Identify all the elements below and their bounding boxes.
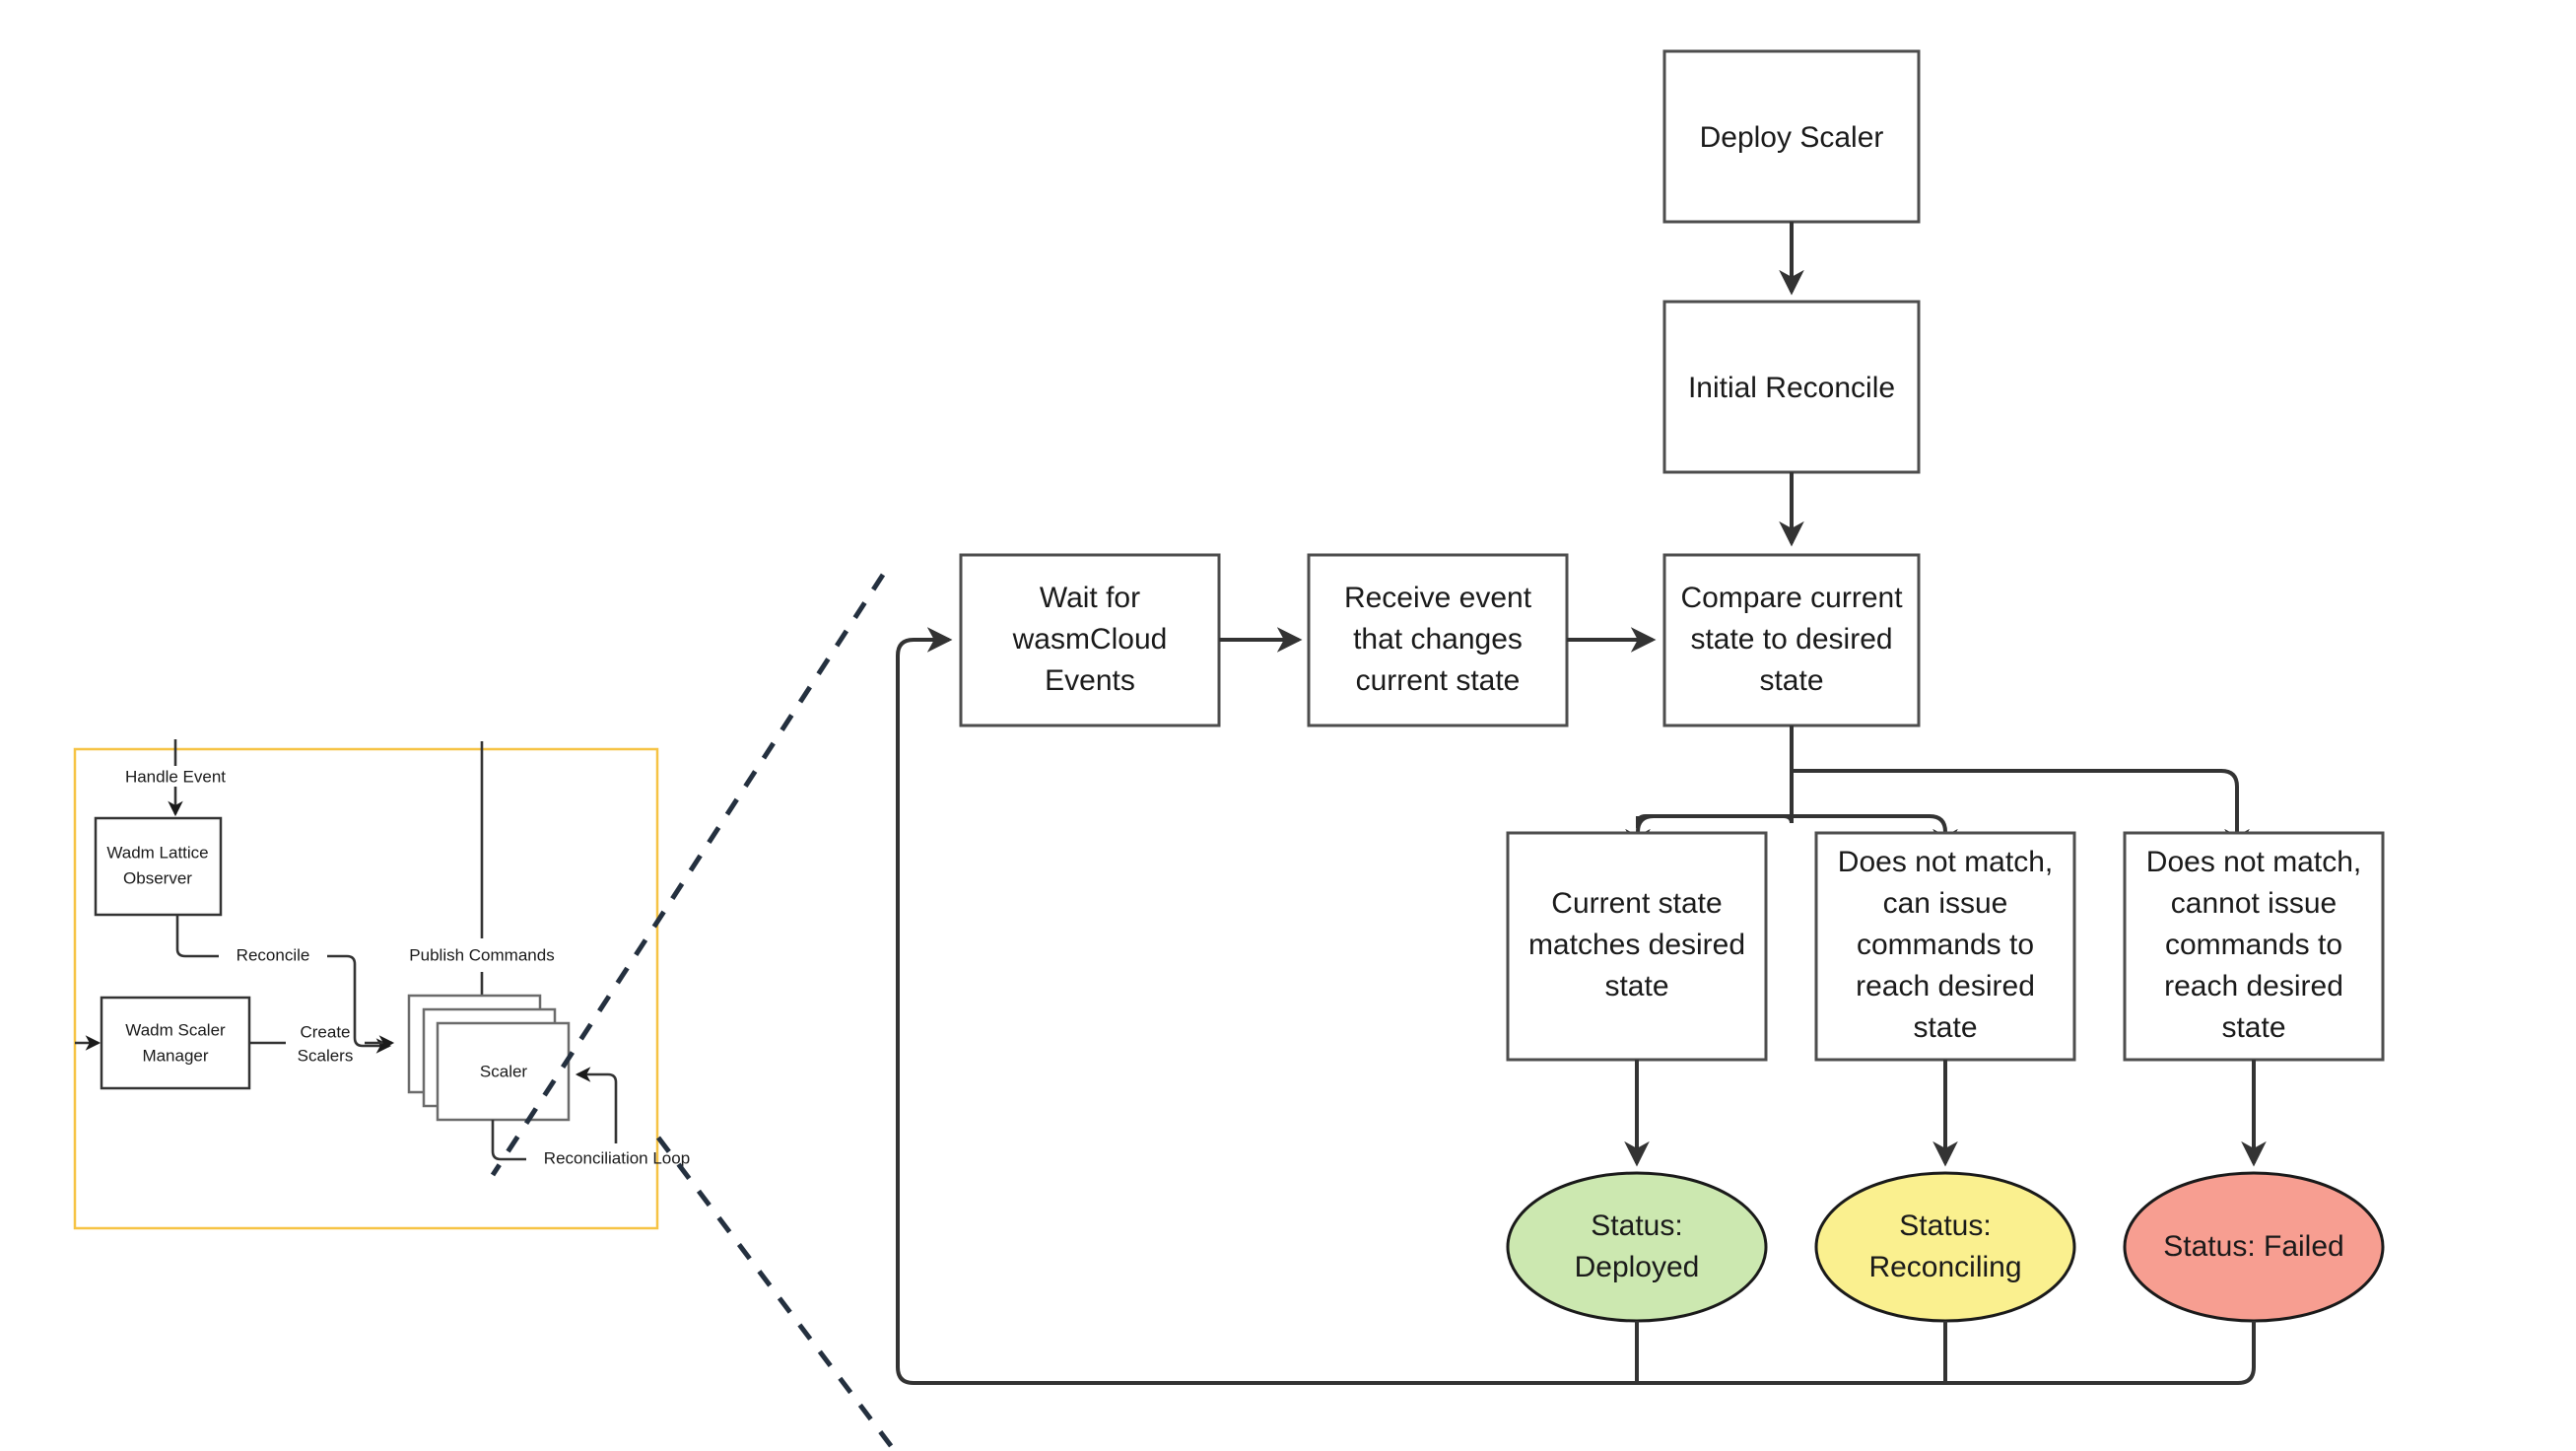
node-compare-state[interactable] [1662, 553, 1921, 727]
edge-reconciliation-loop-out [491, 1120, 526, 1161]
node-state-matches-line-0: Current state [1551, 887, 1722, 920]
node-status-deployed-line-0: Status: [1591, 1209, 1682, 1242]
node-wadm-scaler-manager-line-1: Manager [142, 1046, 208, 1065]
left-panel-group: Handle Event Wadm Lattice Observer Recon… [73, 739, 690, 1230]
node-no-match-can-issue-line-1: can issue [1883, 887, 2008, 920]
node-status-reconciling-line-1: Reconciling [1868, 1251, 2021, 1283]
edge-label-create-scalers-line-0: Create [300, 1022, 350, 1041]
node-no-match-can-issue-line-2: commands to [1857, 929, 2034, 961]
node-compare-state-line-1: state to desired [1690, 623, 1892, 656]
node-status-deployed[interactable] [1506, 1171, 1768, 1323]
node-no-match-cannot-issue-line-1: cannot issue [2171, 887, 2337, 920]
node-wait-for-events-line-2: Events [1045, 664, 1135, 697]
node-receive-event-line-1: that changes [1353, 623, 1523, 656]
node-no-match-cannot-issue-line-3: reach desired [2164, 970, 2343, 1002]
dashed-guide-upper [490, 573, 886, 1177]
edge-reconcile-left [175, 915, 219, 958]
edge-label-create-scalers-line-1: Scalers [298, 1046, 354, 1065]
node-scaler-stack-front[interactable] [436, 1021, 571, 1122]
node-state-matches-line-2: state [1604, 970, 1668, 1002]
node-compare-state-line-2: state [1759, 664, 1823, 697]
right-panel-group: Deploy Scaler Initial Reconcile Wait for… [896, 49, 2385, 1385]
node-no-match-cannot-issue-line-4: state [2221, 1011, 2285, 1044]
node-status-reconciling-line-0: Status: [1899, 1209, 1991, 1242]
wadm-group-frame [73, 747, 659, 1230]
dashed-guide-lower [656, 1136, 897, 1451]
node-no-match-cannot-issue-line-2: commands to [2165, 929, 2342, 961]
node-wadm-scaler-manager-line-0: Wadm Scaler [125, 1020, 226, 1039]
node-wait-for-events[interactable] [959, 553, 1221, 727]
node-wadm-lattice-observer-line-1: Observer [123, 868, 192, 887]
edge-label-publish-commands: Publish Commands [409, 945, 554, 964]
node-status-deployed-line-1: Deployed [1575, 1251, 1700, 1283]
node-receive-event-line-0: Receive event [1344, 582, 1532, 614]
node-wadm-scaler-manager[interactable] [100, 996, 251, 1090]
node-wait-for-events-line-0: Wait for [1040, 582, 1140, 614]
edge-label-handle-event: Handle Event [125, 767, 226, 786]
node-scaler-label: Scaler [480, 1062, 528, 1080]
node-status-failed-label: Status: Failed [2163, 1230, 2343, 1263]
edge-feedback-loop-to-wait [896, 627, 2256, 1385]
edge-reconciliation-loop-in [575, 1067, 618, 1143]
node-initial-reconcile-label: Initial Reconcile [1688, 372, 1895, 404]
node-state-matches[interactable] [1506, 831, 1768, 1062]
node-no-match-can-issue-line-3: reach desired [1856, 970, 2035, 1002]
node-deploy-scaler[interactable] [1662, 49, 1921, 224]
node-no-match-can-issue-line-0: Does not match, [1838, 846, 2053, 878]
node-wadm-lattice-observer-line-0: Wadm Lattice [106, 843, 208, 862]
node-deploy-scaler-label: Deploy Scaler [1700, 121, 1884, 154]
edge-reconcile-right [327, 954, 392, 1054]
node-wadm-lattice-observer[interactable] [94, 816, 223, 917]
edge-label-reconcile: Reconcile [237, 945, 310, 964]
node-state-matches-line-1: matches desired [1528, 929, 1745, 961]
edge-compare-to-no-match-cannot-issue [1792, 769, 2250, 855]
node-compare-state-line-0: Compare current [1680, 582, 1903, 614]
node-receive-event[interactable] [1307, 553, 1569, 727]
node-no-match-can-issue-line-4: state [1913, 1011, 1977, 1044]
node-no-match-cannot-issue-line-0: Does not match, [2146, 846, 2361, 878]
node-status-reconciling[interactable] [1814, 1171, 2076, 1323]
node-wait-for-events-line-1: wasmCloud [1012, 623, 1168, 656]
edge-label-reconciliation-loop: Reconciliation Loop [544, 1148, 690, 1167]
node-receive-event-line-2: current state [1356, 664, 1521, 697]
node-no-match-cannot-issue[interactable] [2123, 831, 2385, 1062]
